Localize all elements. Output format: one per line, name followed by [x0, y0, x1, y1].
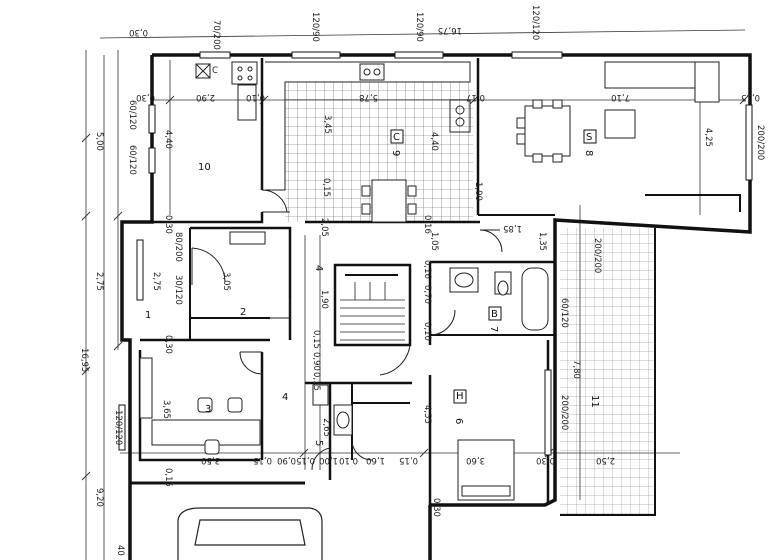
- dim-33: 4,55: [422, 405, 432, 424]
- dim-left-920: 9,20: [94, 488, 104, 507]
- dim-15: 1,85: [503, 223, 522, 233]
- dim-18: 1,05: [429, 232, 439, 251]
- dim-42: 3,60: [466, 455, 485, 465]
- dim-19: 0,30: [163, 215, 173, 234]
- dim-12: 1,00: [473, 182, 483, 201]
- dim-7: 0,15: [741, 92, 760, 102]
- dim-top-total: 16,75: [438, 25, 462, 35]
- dim-21: 3,05: [221, 272, 231, 291]
- dim-9: 3,45: [322, 115, 332, 134]
- dim-14: 2,05: [319, 218, 329, 237]
- dim-38: 1,00: [319, 455, 338, 465]
- dim-8: 4,40: [163, 130, 173, 149]
- dim-40: 1,60: [366, 455, 385, 465]
- window-label-7: 80/200: [173, 232, 183, 262]
- window-label-1: 70/200: [211, 20, 221, 50]
- dim-31: 3,65: [161, 400, 171, 419]
- car: [177, 507, 323, 560]
- dim-20: 2,75: [151, 272, 161, 291]
- window-label-14: C: [212, 66, 218, 76]
- room-6-tag: H: [456, 391, 464, 402]
- dimension-labels: 16,75 0,30 5,00 2,75 16,95 9,20 0,30 2,9…: [79, 25, 760, 556]
- room-5-label: 5: [313, 440, 324, 446]
- dim-27: 0,15: [311, 330, 321, 349]
- room-11-label: 11: [589, 395, 600, 408]
- dim-35: 0,15: [253, 455, 272, 465]
- dim-30: 0,30: [163, 335, 173, 354]
- dim-44: 2,50: [596, 455, 615, 465]
- room-2-label: 2: [240, 307, 246, 318]
- dim-28: 0,90: [311, 352, 321, 371]
- kitchen-counter: [195, 61, 471, 191]
- window-label-4: 120/120: [530, 5, 540, 40]
- room-4-label-upper: 4: [313, 265, 324, 271]
- dim-6: 7,10: [611, 92, 630, 102]
- room-8-label: 8: [583, 150, 594, 156]
- window-label-10: 200/200: [592, 238, 602, 273]
- dim-26: 7,80: [571, 360, 581, 379]
- room-10-label: 10: [198, 162, 211, 173]
- window-openings: [118, 51, 753, 456]
- dim-5: 0,17: [466, 92, 485, 102]
- dim-top-left: 0,30: [129, 27, 148, 37]
- window-label-13: 120/120: [113, 410, 123, 445]
- dim-left-500: 5,00: [94, 132, 104, 151]
- room-9-tag: C: [393, 132, 400, 143]
- dim-17: 0,16: [422, 215, 432, 234]
- dim-47: 40: [115, 545, 125, 556]
- dim-37: 0,15: [296, 455, 315, 465]
- dim-29: 0,15: [311, 372, 321, 391]
- walls: [120, 53, 752, 560]
- dim-23: 1,90: [319, 290, 329, 309]
- room-3-label: 3: [205, 404, 211, 415]
- room-labels: 1 2 3 4 4 5 6 7 8 9 10 11: [145, 150, 600, 446]
- room-tags: H B S C: [390, 129, 597, 404]
- dim-left-1695: 16,95: [79, 348, 89, 372]
- living-furniture: [516, 61, 720, 163]
- dim-24: 0,70: [422, 285, 432, 304]
- window-label-12: 60/120: [559, 298, 569, 328]
- window-labels: 70/200 120/90 120/90 120/120 60/120 60/1…: [113, 5, 765, 445]
- bedroom-furniture: [139, 231, 515, 501]
- dim-13: 0,15: [321, 178, 331, 197]
- window-label-9: 200/200: [755, 125, 765, 160]
- dim-39: 0,10: [339, 455, 358, 465]
- dim-41: 0,15: [399, 455, 418, 465]
- room-7-label: 7: [488, 326, 499, 332]
- window-label-5: 60/120: [127, 100, 137, 130]
- dim-2: 2,90: [196, 92, 215, 102]
- dim-45: 0,15: [163, 468, 173, 487]
- dim-3: 0,10: [246, 92, 265, 102]
- window-label-2: 120/90: [310, 12, 320, 42]
- window-label-8: 30/120: [173, 275, 183, 305]
- dim-25: 0,10: [422, 322, 432, 341]
- dim-4: 5,78: [359, 92, 378, 102]
- dim-43: 0,30: [536, 455, 555, 465]
- stair-treads: [340, 282, 405, 341]
- room-7-tag: B: [491, 309, 498, 320]
- dim-1: 0,30: [136, 92, 155, 102]
- room-8-tag: S: [586, 132, 592, 143]
- dim-32: 2,65: [321, 418, 331, 437]
- room-9-label: 9: [390, 150, 401, 156]
- dim-34: 3,50: [201, 455, 220, 465]
- terrace-tile-floor: [560, 228, 655, 515]
- dim-36: 0,90: [277, 455, 296, 465]
- dim-22: 0,16: [422, 260, 432, 279]
- window-label-3: 120/90: [414, 12, 424, 42]
- window-label-6: 60/120: [127, 145, 137, 175]
- dining-table-kitchen: [361, 179, 417, 223]
- bathroom-fixtures: [312, 267, 549, 436]
- dim-10: 4,40: [429, 132, 439, 151]
- dim-left-275: 2,75: [94, 272, 104, 291]
- dim-16: 1,35: [537, 232, 547, 251]
- window-label-11: 200/200: [559, 395, 569, 430]
- room-6-label: 6: [453, 418, 464, 424]
- dim-11: 4,25: [703, 128, 713, 147]
- room-4-label-lower: 4: [282, 392, 288, 403]
- dim-46: 0,30: [431, 498, 441, 517]
- room-1-label: 1: [145, 310, 151, 321]
